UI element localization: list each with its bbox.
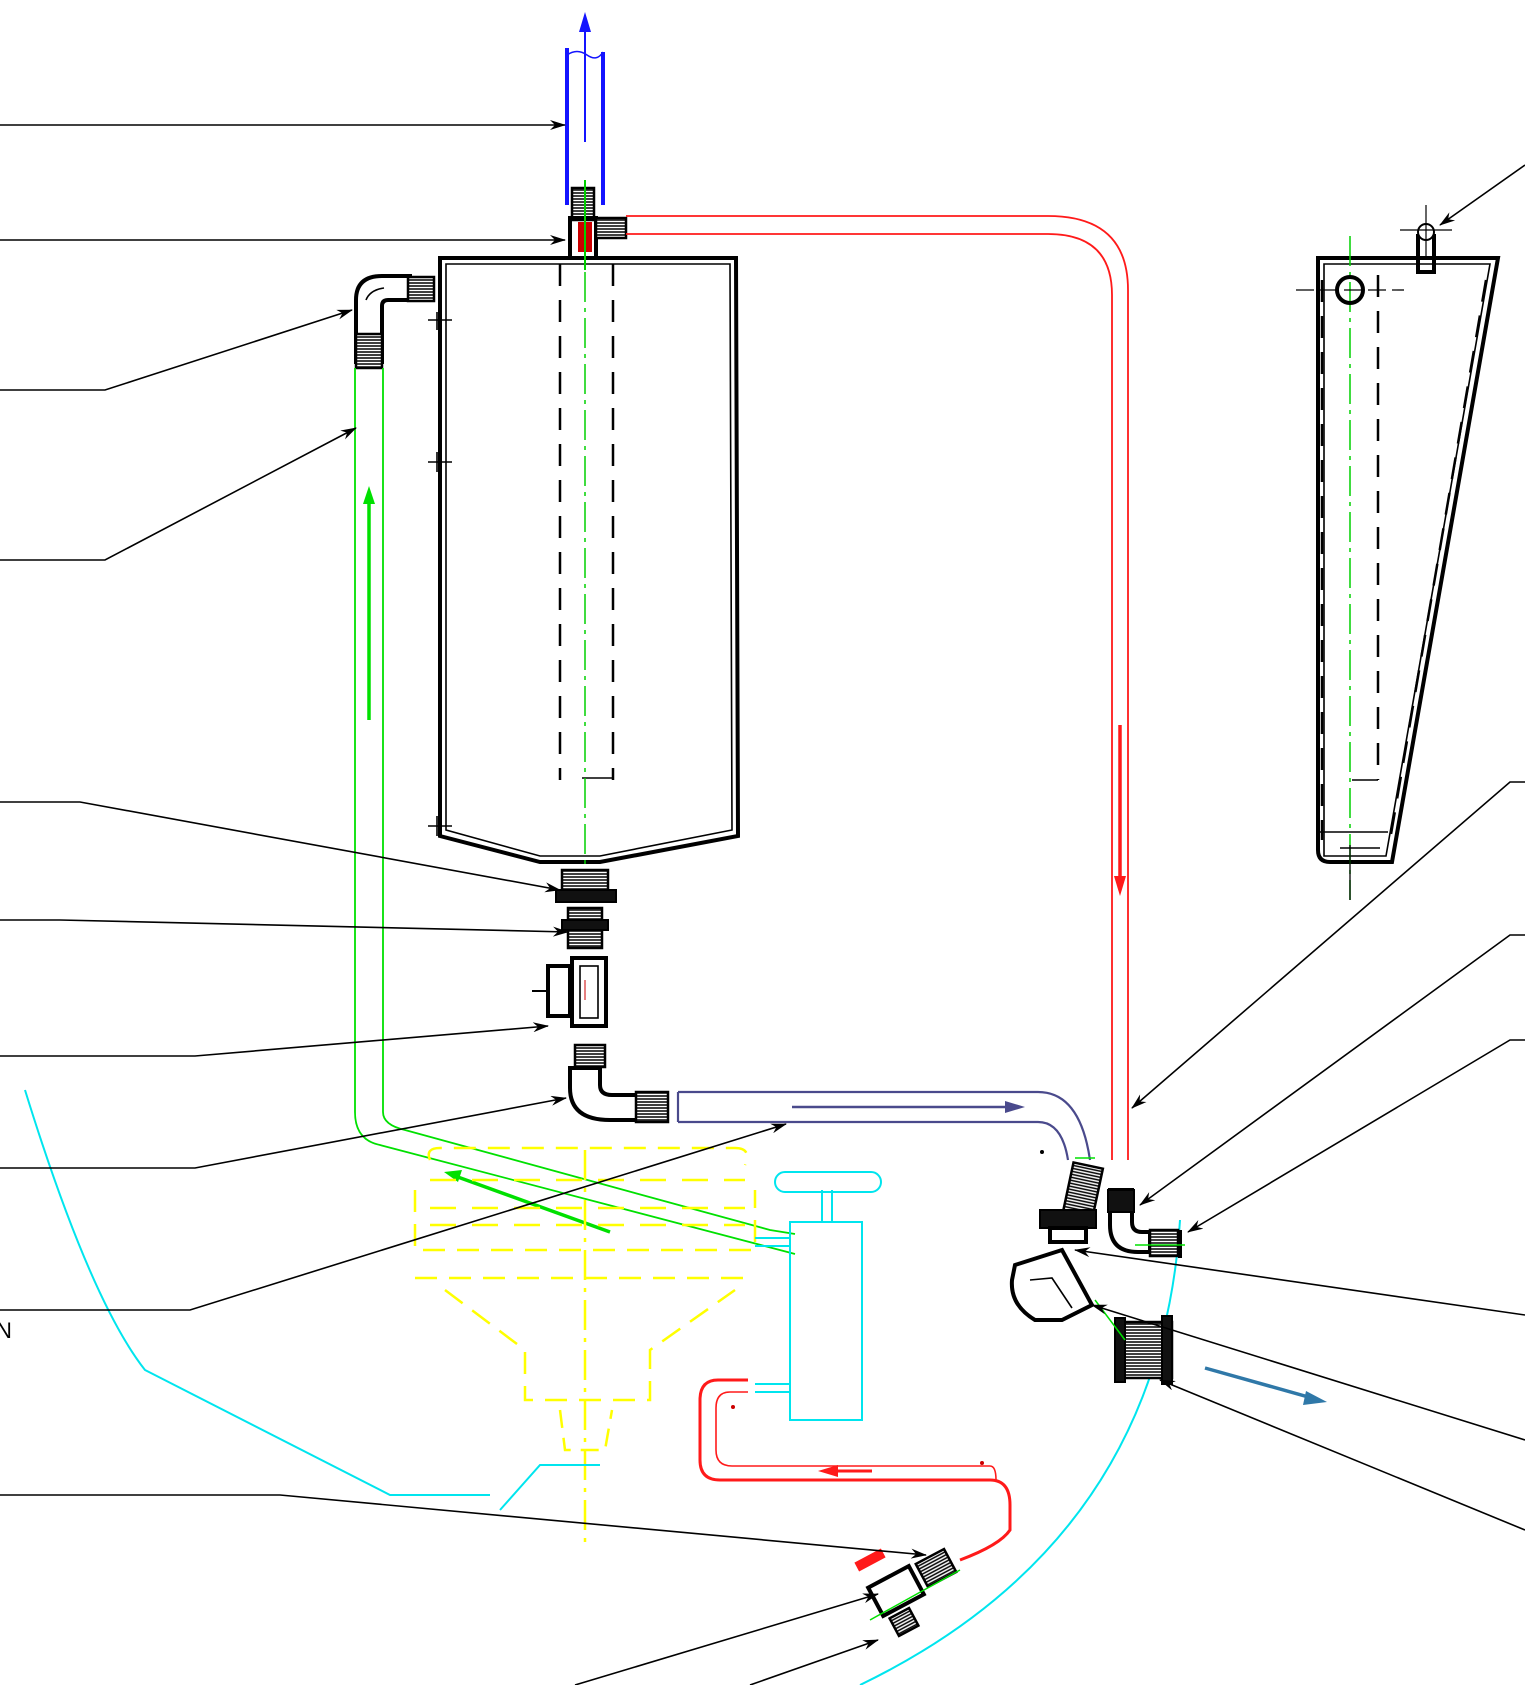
outlet-arrow-icon (1204, 1366, 1327, 1405)
bottom-fitting-cluster (854, 1547, 961, 1638)
edge-letter: N (0, 1318, 12, 1343)
tee-fitting (568, 180, 628, 270)
return-flow-arrow-icon (363, 486, 375, 504)
cyan-pump (24, 1089, 1181, 1685)
tank-side-view (1296, 205, 1501, 900)
leader-lines-right (1074, 164, 1525, 1531)
right-fitting-cluster (1009, 1157, 1185, 1385)
vent-pipe (565, 12, 605, 205)
elbow-fitting-top (354, 274, 436, 370)
drain-nut (555, 868, 617, 903)
leader-lines (0, 120, 927, 1685)
ball-valve (532, 956, 608, 1028)
flow-pipe (676, 1090, 1092, 1161)
tank-body (428, 180, 741, 880)
yellow-basin (413, 1146, 757, 1545)
drain-elbow (568, 1043, 670, 1124)
flow-arrow-icon (1005, 1101, 1025, 1113)
red-supply-line (626, 215, 1129, 1562)
supply-flow-arrow-icon (1114, 876, 1126, 896)
vent-arrow-icon (579, 12, 591, 32)
drain-coupler (561, 906, 609, 950)
